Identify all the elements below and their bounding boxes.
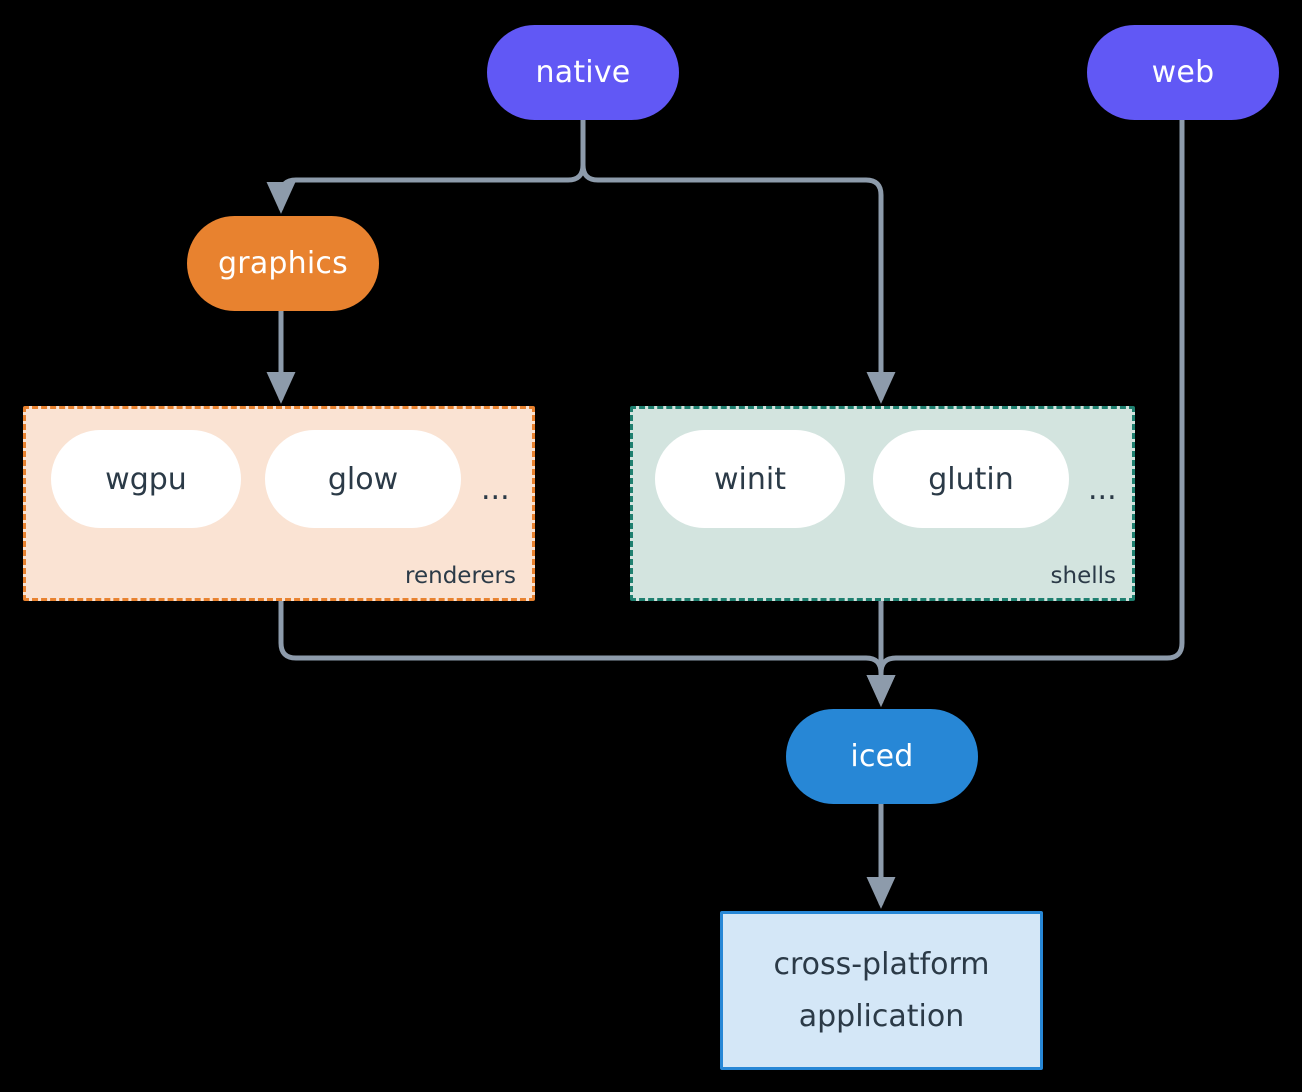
group-renderers: wgpu glow ... renderers [23, 406, 535, 601]
renderers-more-ellipsis: ... [481, 472, 510, 507]
node-winit[interactable]: winit [655, 430, 845, 528]
shells-more-ellipsis: ... [1088, 472, 1117, 507]
edge-native-to-shells [580, 117, 896, 404]
node-wgpu[interactable]: wgpu [51, 430, 241, 528]
node-glutin-label: glutin [928, 461, 1014, 497]
node-native-label: native [535, 54, 631, 90]
group-renderers-label: renderers [405, 563, 516, 589]
edge-renderers-to-iced [278, 598, 896, 707]
node-glutin[interactable]: glutin [873, 430, 1069, 528]
group-shells-label: shells [1050, 563, 1116, 589]
node-native[interactable]: native [487, 25, 679, 120]
node-application-line1: cross-platform [773, 947, 990, 982]
node-application-line2: application [798, 998, 965, 1034]
node-graphics-label: graphics [218, 245, 348, 281]
node-glow[interactable]: glow [265, 430, 461, 528]
node-glow-label: glow [327, 461, 399, 497]
node-wgpu-label: wgpu [105, 461, 187, 497]
node-iced[interactable]: iced [786, 709, 978, 804]
node-iced-label: iced [850, 738, 914, 774]
edge-native-to-graphics [266, 117, 586, 214]
node-winit-label: winit [714, 461, 786, 497]
node-web-label: web [1151, 54, 1215, 90]
group-shells: winit glutin ... shells [630, 406, 1135, 601]
node-web[interactable]: web [1087, 25, 1279, 120]
node-graphics[interactable]: graphics [187, 216, 379, 311]
node-application[interactable]: cross-platform application [720, 911, 1043, 1070]
